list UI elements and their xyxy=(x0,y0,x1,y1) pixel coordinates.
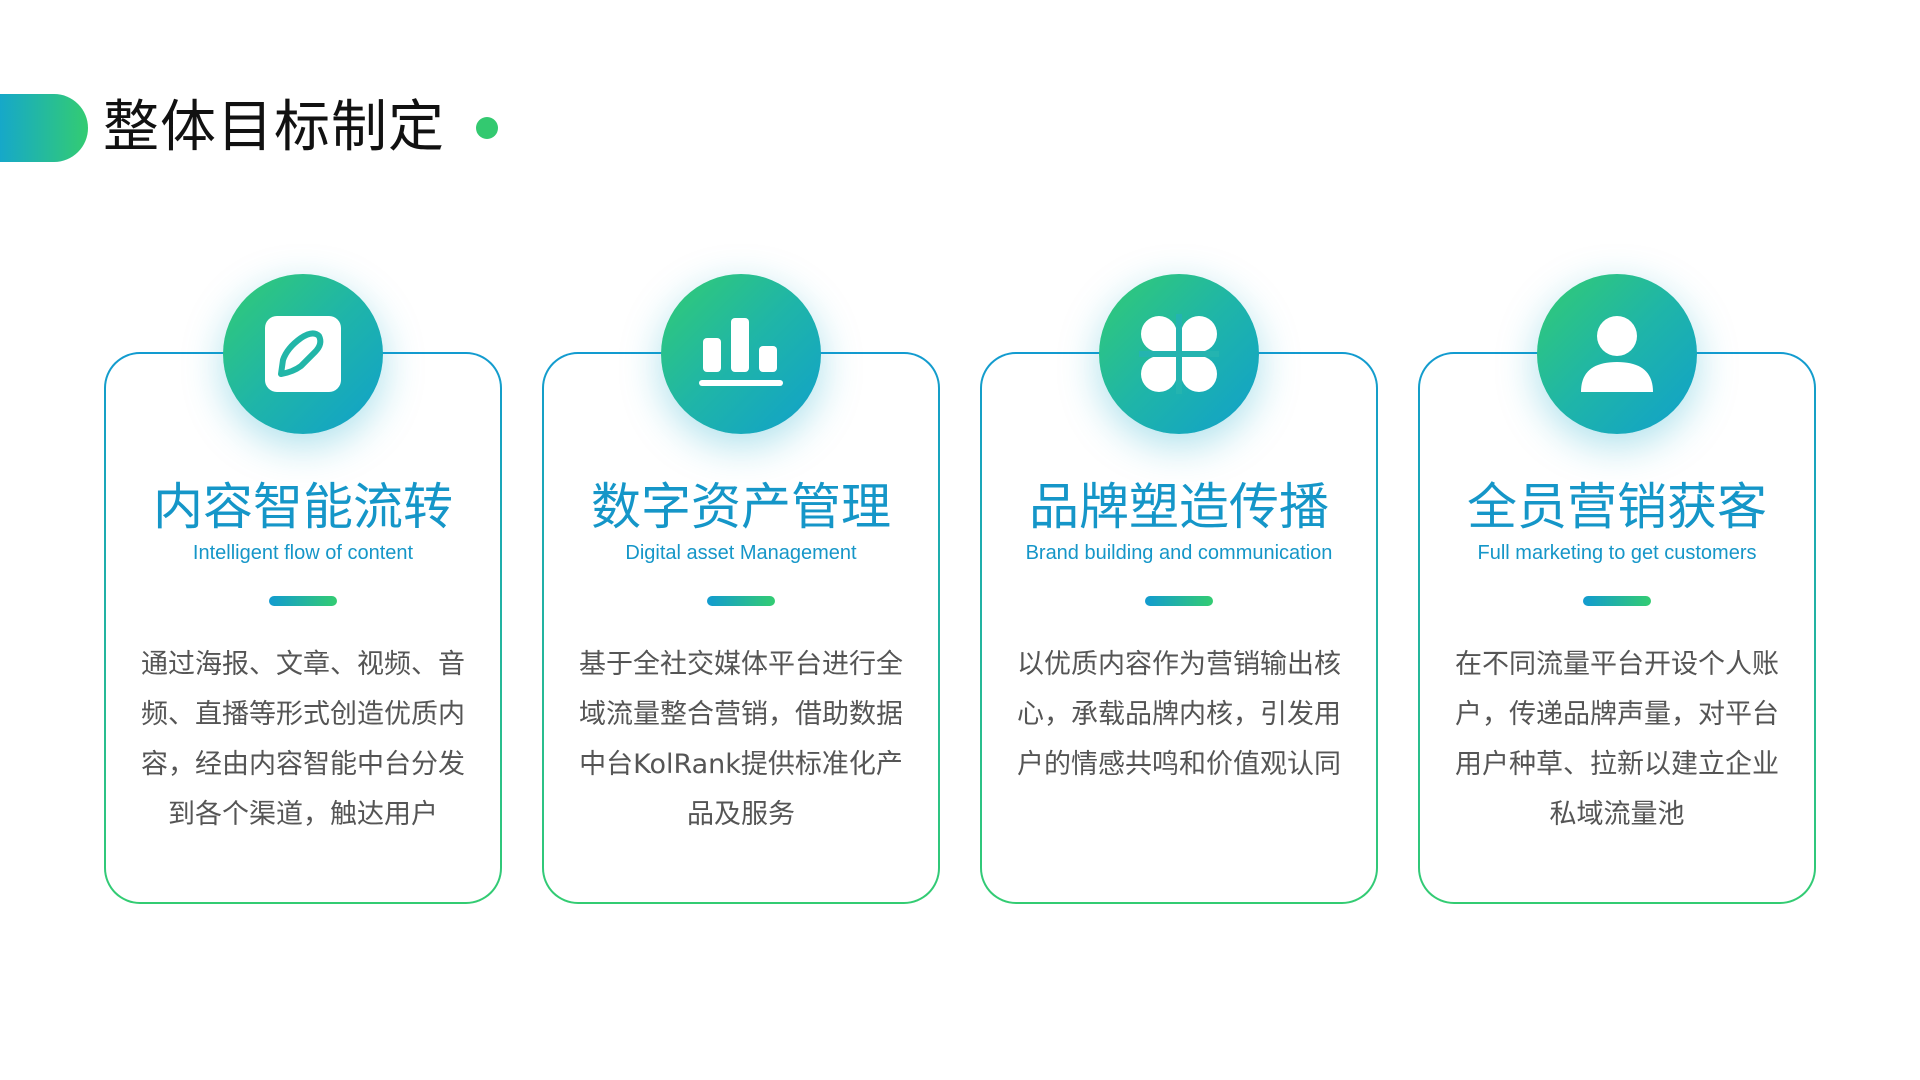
page-title: 整体目标制定 xyxy=(103,95,445,160)
card-description: 在不同流量平台开设个人账户，传递品牌声量，对平台用户种草、拉新以建立企业私域流量… xyxy=(1455,649,1779,830)
divider-bar xyxy=(707,596,775,606)
card-title: 数字资产管理 xyxy=(591,478,891,536)
title-dot xyxy=(476,117,498,139)
divider-bar xyxy=(269,596,337,606)
card-digital-asset: 数字资产管理 Digital asset Management 基于全社交媒体平… xyxy=(542,274,940,904)
card-subtitle: Digital asset Management xyxy=(625,542,857,564)
card-title: 品牌塑造传播 xyxy=(1029,478,1329,536)
card-subtitle: Full marketing to get customers xyxy=(1477,542,1757,564)
card-content-flow: 内容智能流转 Intelligent flow of content 通过海报、… xyxy=(104,274,502,904)
user-icon xyxy=(1537,274,1697,434)
card-description: 以优质内容作为营销输出核心，承载品牌内核，引发用户的情感共鸣和价值观认同 xyxy=(1017,649,1341,780)
card-description: 基于全社交媒体平台进行全域流量整合营销，借助数据中台KolRank提供标准化产品… xyxy=(579,649,903,830)
card-subtitle: Intelligent flow of content xyxy=(192,542,414,564)
edit-icon xyxy=(223,274,383,434)
card-brand-building: 品牌塑造传播 Brand building and communication … xyxy=(980,274,1378,904)
card-subtitle: Brand building and communication xyxy=(1025,542,1333,564)
card-title: 全员营销获客 xyxy=(1467,478,1767,536)
divider-bar xyxy=(1145,596,1213,606)
title-accent-pill xyxy=(0,94,88,162)
bar-chart-icon xyxy=(661,274,821,434)
divider-bar xyxy=(1583,596,1651,606)
grid-icon xyxy=(1099,274,1259,434)
card-title: 内容智能流转 xyxy=(153,478,453,536)
card-description: 通过海报、文章、视频、音频、直播等形式创造优质内容，经由内容智能中台分发到各个渠… xyxy=(141,649,465,830)
card-full-marketing: 全员营销获客 Full marketing to get customers 在… xyxy=(1418,274,1816,904)
